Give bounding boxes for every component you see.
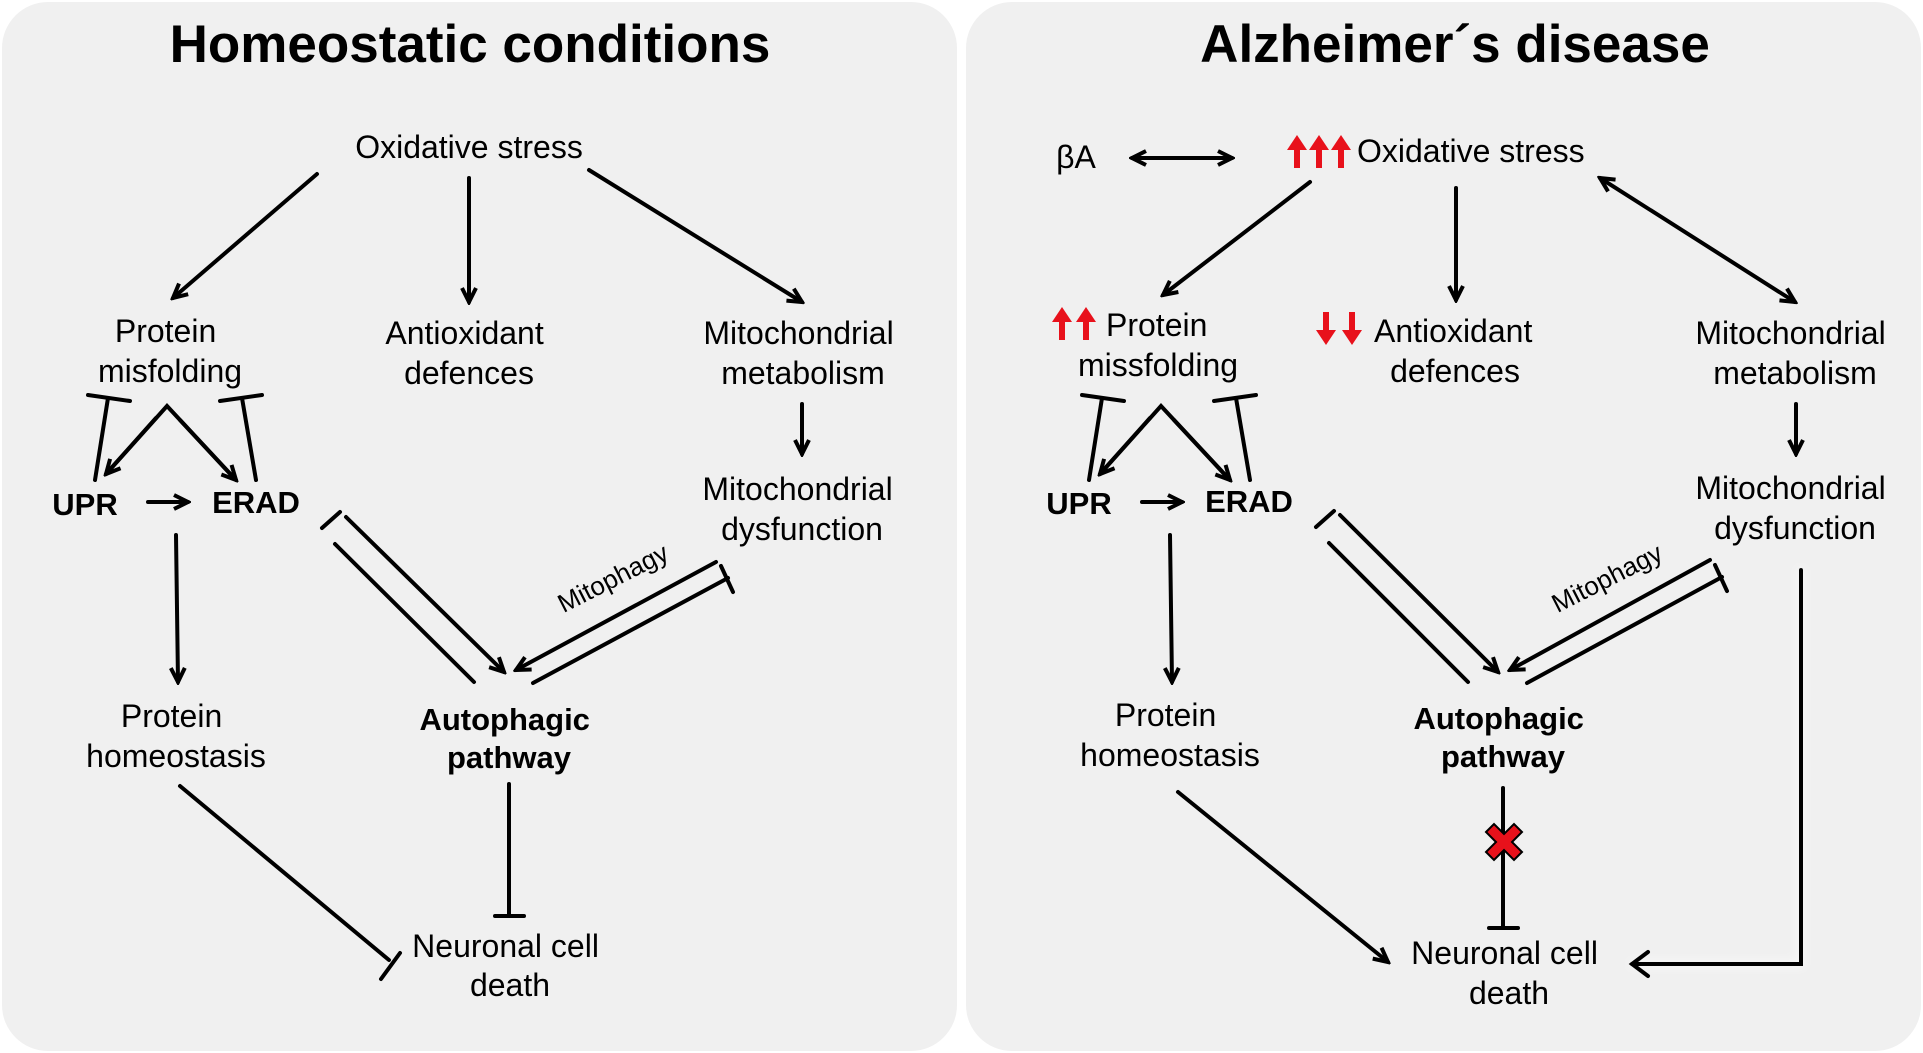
- right-arrow-oxidative-to-misfolding: [1163, 180, 1312, 295]
- red-up-arrow-icon: [1052, 307, 1072, 340]
- red-up-arrow-icon: [1331, 135, 1351, 168]
- right-protein-misfolding-label-line1: Protein: [1106, 307, 1207, 343]
- left-antioxidant-defences-label: Antioxidant defences: [385, 315, 552, 391]
- right-mitochondrial-metabolism-label: Mitochondrial metabolism: [1695, 315, 1894, 391]
- left-oxidative-stress-label: Oxidative stress: [355, 129, 583, 165]
- right-arrow-erad-to-autophagy: [1338, 513, 1498, 672]
- left-arrow-upr-to-homeostasis: [176, 533, 178, 682]
- left-autophagic-pathway-label: Autophagic pathway: [419, 702, 598, 775]
- left-mitochondrial-dysfunction-label: Mitochondrial dysfunction: [702, 471, 901, 547]
- red-down-arrow-icon: [1342, 312, 1362, 345]
- left-panel: Homeostatic conditions Oxidative stress …: [2, 2, 957, 1051]
- left-inhibit-erad-bar: [218, 393, 264, 403]
- left-arrow-misfolding-to-erad: [178, 418, 236, 480]
- left-neuronal-cell-death-label: Neuronal cell death: [412, 928, 608, 1003]
- right-beta-amyloid-label: βA: [1056, 139, 1096, 175]
- right-panel-title: Alzheimer´s disease: [1200, 15, 1710, 74]
- red-up-arrow-icon: [1309, 135, 1329, 168]
- left-inhibit-dysfunction-bar: [719, 564, 735, 594]
- right-inhibit-autophagy-to-erad: [1327, 541, 1470, 684]
- left-inhibit-autophagy-to-dysfunction: [531, 576, 730, 685]
- right-oxidative-increase-icons: [1287, 135, 1351, 168]
- left-upr-label: UPR: [52, 487, 117, 522]
- left-inhibit-homeostasis-to-death: [178, 784, 391, 962]
- right-oxidative-stress-label: Oxidative stress: [1357, 133, 1585, 169]
- right-upr-label: UPR: [1046, 486, 1111, 521]
- left-inhibit-death-bar-1: [379, 951, 402, 981]
- left-inhibit-upr-to-misfolding: [93, 396, 110, 482]
- right-autophagic-pathway-label: Autophagic pathway: [1413, 701, 1592, 774]
- left-arrow-erad-to-autophagy: [344, 515, 504, 672]
- left-panel-background: [2, 2, 957, 1051]
- right-arrow-dysfunction-to-death: [1630, 568, 1803, 966]
- left-erad-label: ERAD: [212, 485, 300, 520]
- right-arrow-misfolding-to-upr: [1100, 416, 1152, 474]
- right-arrow-dysfunction-to-death-head: [1628, 950, 1650, 978]
- left-inhibit-autophagy-to-erad: [333, 542, 476, 684]
- left-panel-title: Homeostatic conditions: [170, 15, 771, 74]
- red-up-arrow-icon: [1287, 135, 1307, 168]
- right-inhibit-erad-bar: [1212, 393, 1258, 403]
- right-arrow-upr-to-homeostasis: [1170, 533, 1172, 682]
- right-neuronal-cell-death-label: Neuronal cell death: [1411, 935, 1607, 1011]
- left-protein-misfolding-label: Protein misfolding: [98, 313, 242, 389]
- right-protein-homeostasis-label: Protein homeostasis: [1080, 697, 1260, 773]
- left-arrow-oxidative-to-misfolding: [173, 172, 319, 298]
- right-protein-misfolding-label-line2: missfolding: [1078, 347, 1238, 383]
- right-inhibit-dysfunction-bar: [1713, 563, 1729, 593]
- right-arrow-dysfunction-to-autophagy: [1510, 558, 1712, 670]
- red-down-arrow-icon: [1316, 312, 1336, 345]
- right-antioxidant-label-line1: Antioxidant: [1374, 313, 1532, 349]
- right-antioxidant-decrease-icons: [1316, 312, 1362, 345]
- left-protein-homeostasis-label: Protein homeostasis: [86, 698, 266, 774]
- right-inhibit-erad-to-misfolding: [1234, 396, 1252, 482]
- red-up-arrow-icon: [1076, 307, 1096, 340]
- left-arrow-dysfunction-to-autophagy: [516, 560, 718, 670]
- right-inhibit-upr-bar: [1080, 393, 1126, 403]
- right-inhibit-upr-to-misfolding: [1087, 396, 1104, 482]
- red-x-icon: [1484, 822, 1524, 862]
- left-inhibit-upr-bar: [86, 393, 132, 403]
- right-panel: Alzheimer´s disease βA Oxidative stress …: [966, 2, 1921, 1051]
- right-arrow-homeostasis-to-death: [1176, 790, 1388, 962]
- right-inhibit-autophagy-to-dysfunction: [1525, 575, 1724, 685]
- right-arrow-misfolding-to-erad: [1172, 418, 1230, 480]
- left-inhibit-erad-bar-2: [320, 510, 342, 530]
- left-arrow-misfolding-to-upr: [106, 416, 158, 474]
- right-inhibit-erad-bar-2: [1314, 509, 1336, 529]
- left-inhibit-erad-to-misfolding: [240, 396, 258, 482]
- right-arrow-oxidative-mito-metabolism: [1600, 178, 1795, 302]
- left-mitochondrial-metabolism-label: Mitochondrial metabolism: [703, 315, 902, 391]
- left-arrow-oxidative-to-mito-metabolism: [587, 168, 802, 302]
- right-misfolding-increase-icons: [1052, 307, 1096, 340]
- right-antioxidant-label-line2: defences: [1390, 353, 1520, 389]
- right-mitochondrial-dysfunction-label: Mitochondrial dysfunction: [1695, 470, 1894, 546]
- right-erad-label: ERAD: [1205, 484, 1293, 519]
